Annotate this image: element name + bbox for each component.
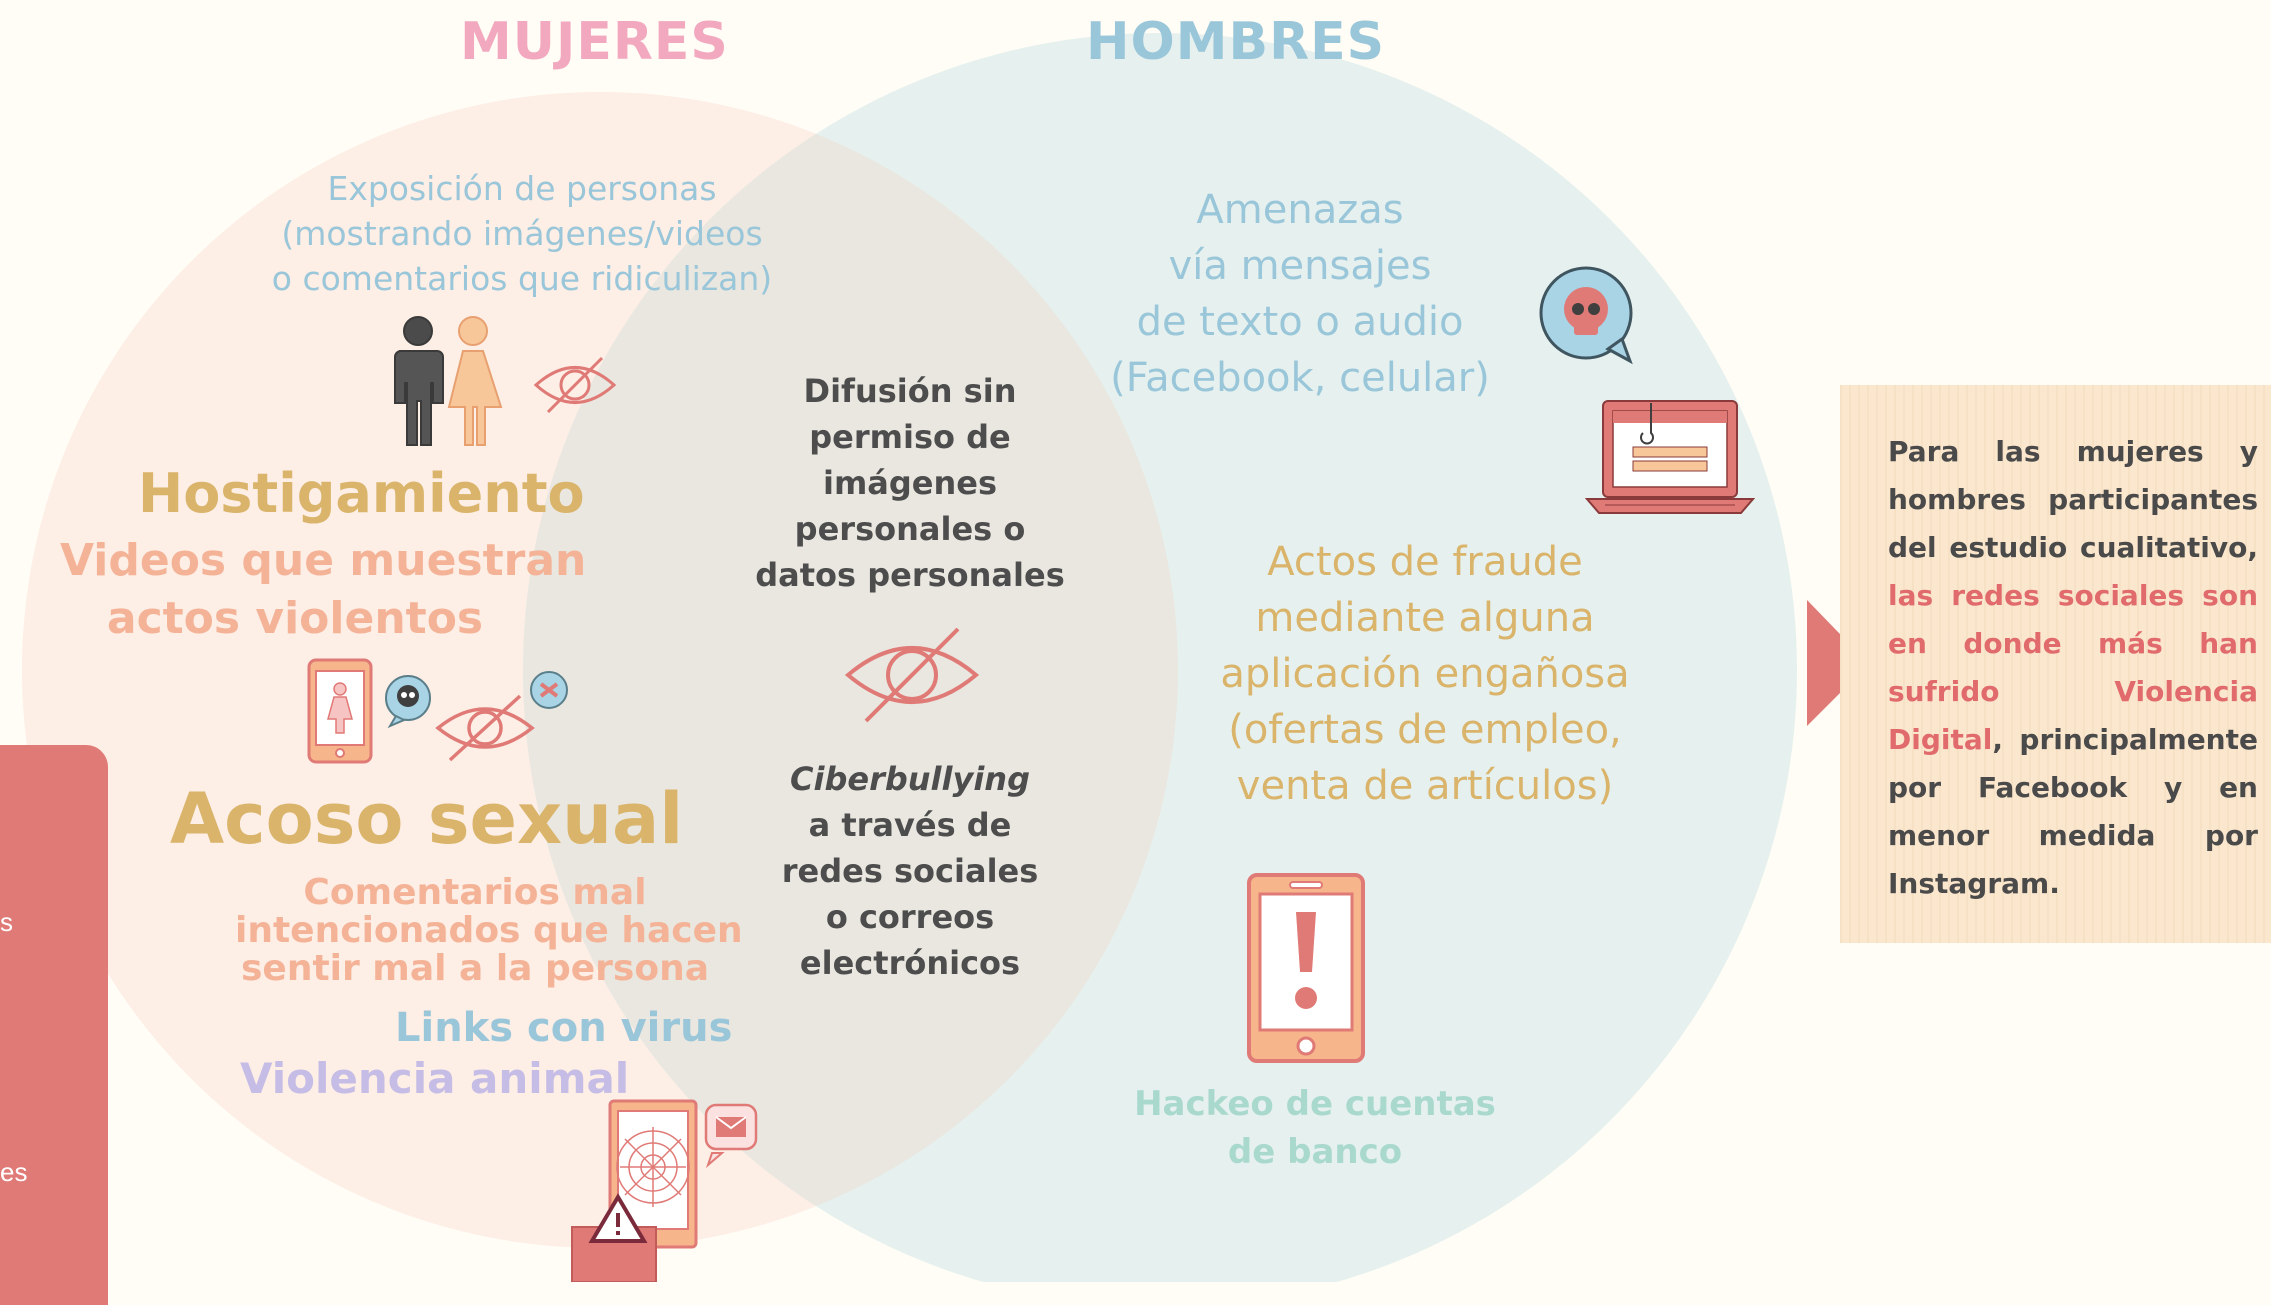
- men-fraud: Actos de fraude mediante alguna aplicaci…: [1220, 539, 1630, 809]
- summary-note-box: [1840, 385, 2271, 943]
- people-icon: [394, 316, 503, 446]
- note-highlight: las redes sociales son en donde más han …: [1888, 579, 2258, 756]
- side-panel-text: s: [0, 907, 13, 937]
- women-virus-links: Links con virus: [395, 1005, 733, 1051]
- phone-person-icon: [307, 658, 373, 764]
- women-sexual-harassment: Acoso sexual: [170, 778, 684, 860]
- summary-note-text: Para las mujeres y hombres participantes…: [1888, 428, 2258, 908]
- note-text-part: , principalmente por Facebook y en menor…: [1888, 723, 2258, 900]
- women-violent-videos: Videos que muestran actos violentos: [60, 535, 587, 644]
- women-mean-comments: Comentarios mal intencionados que hacen …: [235, 872, 743, 989]
- men-threats: Amenazas vía mensajes de texto o audio (…: [1110, 187, 1490, 401]
- phone-alert-icon: [1247, 873, 1365, 1063]
- side-panel: s es: [0, 745, 108, 1305]
- both-cyberbullying: Ciberbullying a través de redes sociales…: [760, 756, 1060, 986]
- women-harassment: Hostigamiento: [138, 462, 585, 525]
- x-bubble-icon: [530, 671, 568, 709]
- phone-web-icon: [571, 1099, 758, 1282]
- both-diffusion: Difusión sin permiso de imágenes persona…: [755, 372, 1065, 594]
- pointer-arrow: [1807, 600, 1869, 726]
- overlap-area: [523, 92, 1178, 1248]
- cyberbullying-term: Ciberbullying: [790, 760, 1030, 798]
- hidden-eye-icon: [533, 356, 617, 414]
- skull-bubble-icon: [1539, 266, 1633, 365]
- hidden-eye-icon: [844, 627, 980, 723]
- title-women: MUJERES: [460, 12, 729, 72]
- note-text-part: Para las mujeres y hombres participantes…: [1888, 435, 2258, 564]
- women-exposure: Exposición de personas (mostrando imágen…: [271, 169, 773, 298]
- side-panel-text: es: [0, 1157, 28, 1187]
- women-animal-violence: Violencia animal: [240, 1054, 630, 1103]
- laptop-phishing-icon: [1585, 400, 1755, 514]
- hidden-eye-icon: [435, 694, 535, 762]
- men-bank-hack: Hackeo de cuentas de banco: [1134, 1084, 1496, 1172]
- skull-bubble-icon: [385, 675, 431, 728]
- title-men: HOMBRES: [1086, 12, 1386, 72]
